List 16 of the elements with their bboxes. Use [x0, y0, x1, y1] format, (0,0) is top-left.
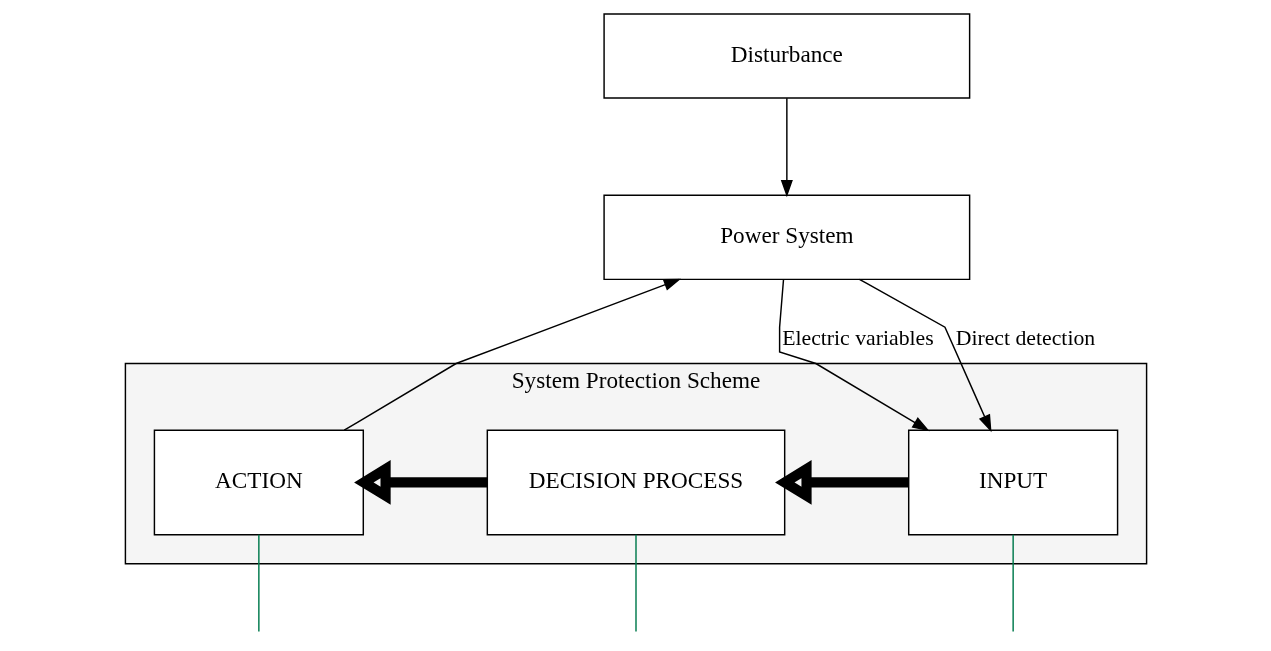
arrow: [353, 460, 487, 505]
arrow: [780, 97, 793, 198]
node-box: INPUT: [907, 429, 1118, 536]
edge-label: Direct detection: [955, 325, 1095, 350]
arrow: [778, 278, 930, 432]
connector: [257, 534, 260, 633]
edge-label: Electric variables: [781, 325, 934, 350]
arrow: [343, 278, 681, 431]
node-box: Disturbance: [602, 13, 970, 99]
node-box: DECISION PROCESS: [486, 429, 785, 536]
connector: [1011, 534, 1014, 633]
connector: [634, 534, 637, 633]
arrow: [858, 278, 991, 433]
arrow: [774, 460, 908, 505]
node-box: Power System: [602, 194, 970, 281]
node-box: ACTION: [153, 429, 364, 536]
